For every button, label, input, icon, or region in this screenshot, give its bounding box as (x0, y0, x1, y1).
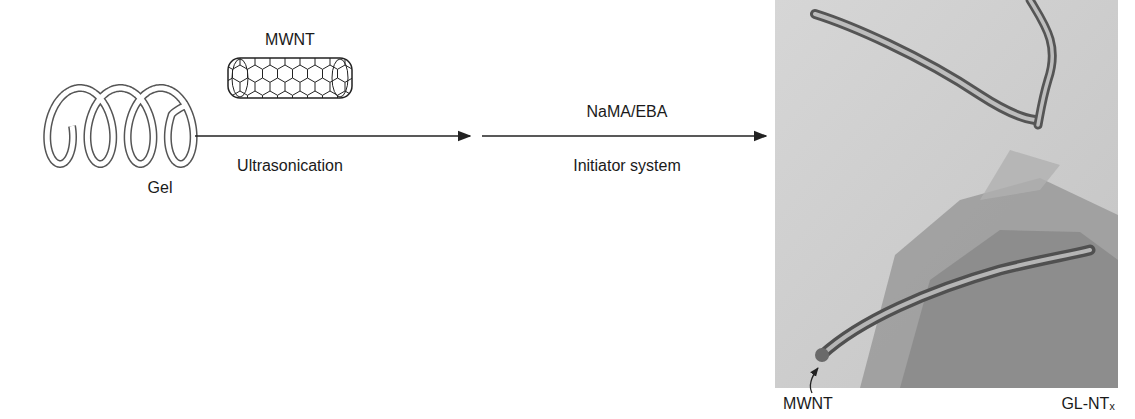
gel-coil (47, 88, 193, 164)
reagent-label: NaMA/EBA (587, 102, 668, 121)
product-label: GL-NTₓ (1061, 394, 1114, 413)
tem-image (775, 0, 1118, 388)
condition-label: Initiator system (573, 156, 681, 175)
condition-label: Ultrasonication (237, 156, 343, 175)
compound-label: MWNT (265, 30, 315, 49)
reaction-arrow (482, 135, 766, 137)
callout-label: MWNT (783, 394, 833, 413)
gel-coil (47, 88, 193, 164)
nanotube-figure (228, 58, 352, 98)
leader-arrow (810, 368, 818, 393)
material-label: Gel (148, 178, 173, 197)
reaction-arrow (195, 135, 470, 137)
